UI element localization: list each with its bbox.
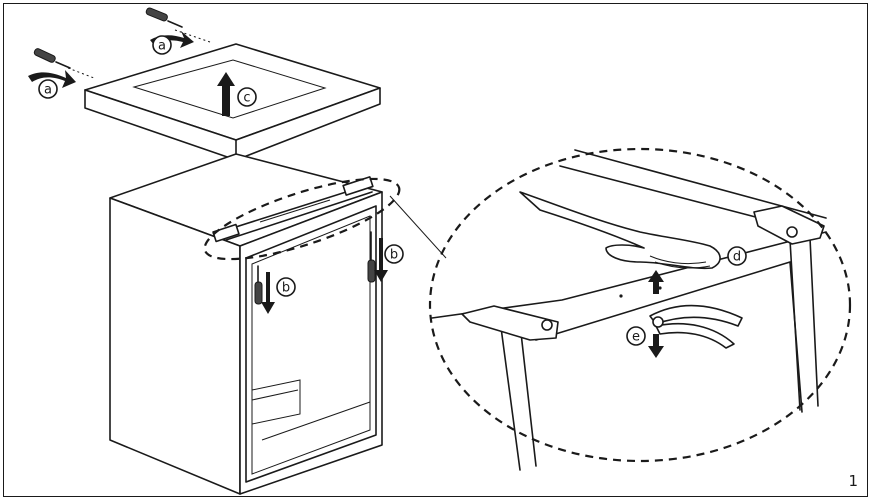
label-a-top: a [158, 39, 166, 54]
worktop-panel [84, 43, 381, 161]
screwdriver-icon: a [145, 7, 211, 55]
zoom-detail: d e [431, 149, 827, 471]
callout-leader-line [389, 195, 447, 259]
figure-number: 1 [848, 472, 858, 490]
lift-arrow-c: c [217, 72, 257, 116]
screwdriver-icon: a [28, 48, 95, 99]
detail-callout [203, 177, 401, 261]
label-b-left: b [282, 281, 290, 296]
zoom-detail-outline [428, 147, 852, 463]
appliance-cabinet [109, 153, 383, 495]
label-d: d [733, 250, 741, 265]
label-a-left: a [44, 83, 52, 98]
screwdriver-icon: b [367, 231, 404, 283]
label-e: e [632, 330, 640, 345]
label-b-right: b [390, 248, 398, 263]
screwdriver-icon: b [254, 265, 296, 314]
figure-frame [3, 3, 868, 497]
label-c: c [243, 91, 250, 106]
